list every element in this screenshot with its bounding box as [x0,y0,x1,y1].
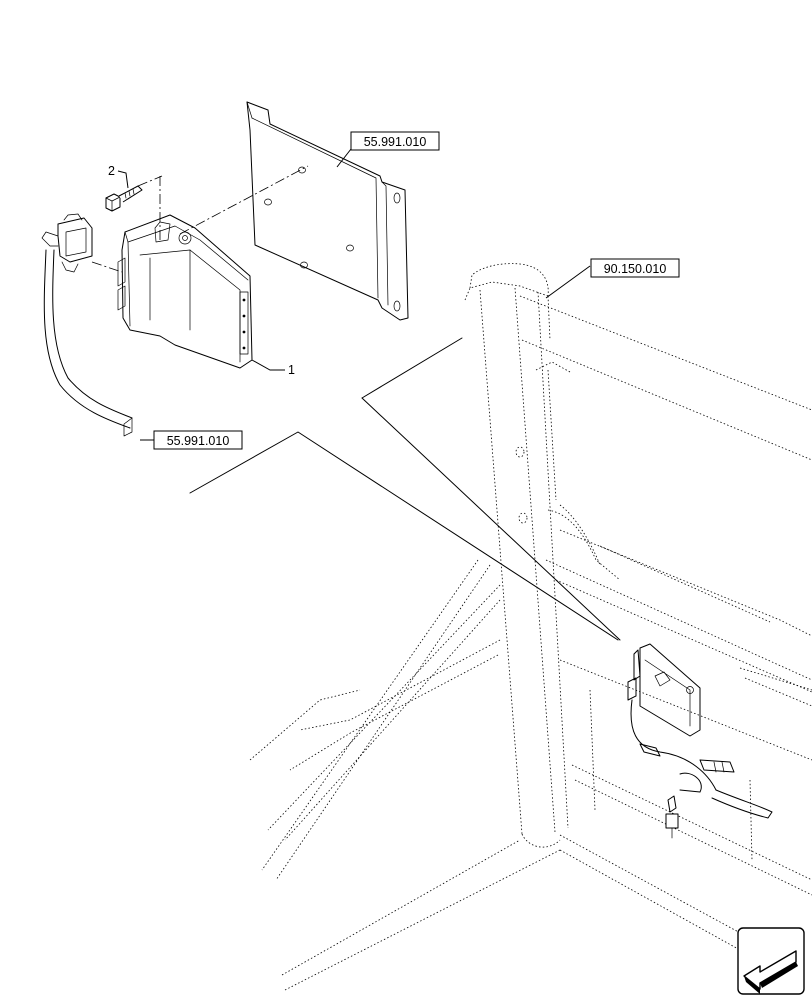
mounting-bracket [246,101,409,321]
bolt [105,185,143,212]
bracket-reference-label: 55.991.010 [364,135,427,149]
machine-frame [249,263,812,991]
harness-reference-label: 55.991.010 [167,434,230,448]
leader-item-1 [251,359,285,371]
frame-reference-callout[interactable]: 90.150.010 [590,258,680,278]
wiring-harness [41,213,133,437]
harness-reference-callout[interactable]: 55.991.010 [153,430,243,450]
leader-frame-ref [545,265,591,299]
control-module [117,214,253,369]
item-number-bolt: 2 [108,164,115,178]
detail-callout-wedge [189,337,621,641]
assembly-lines [91,165,309,273]
leader-item-2 [117,170,129,189]
item-number-module: 1 [288,363,295,377]
bracket-reference-callout[interactable]: 55.991.010 [350,131,440,151]
view-direction-arrow-icon[interactable] [737,927,805,995]
installed-module [627,643,773,839]
frame-reference-label: 90.150.010 [604,262,667,276]
